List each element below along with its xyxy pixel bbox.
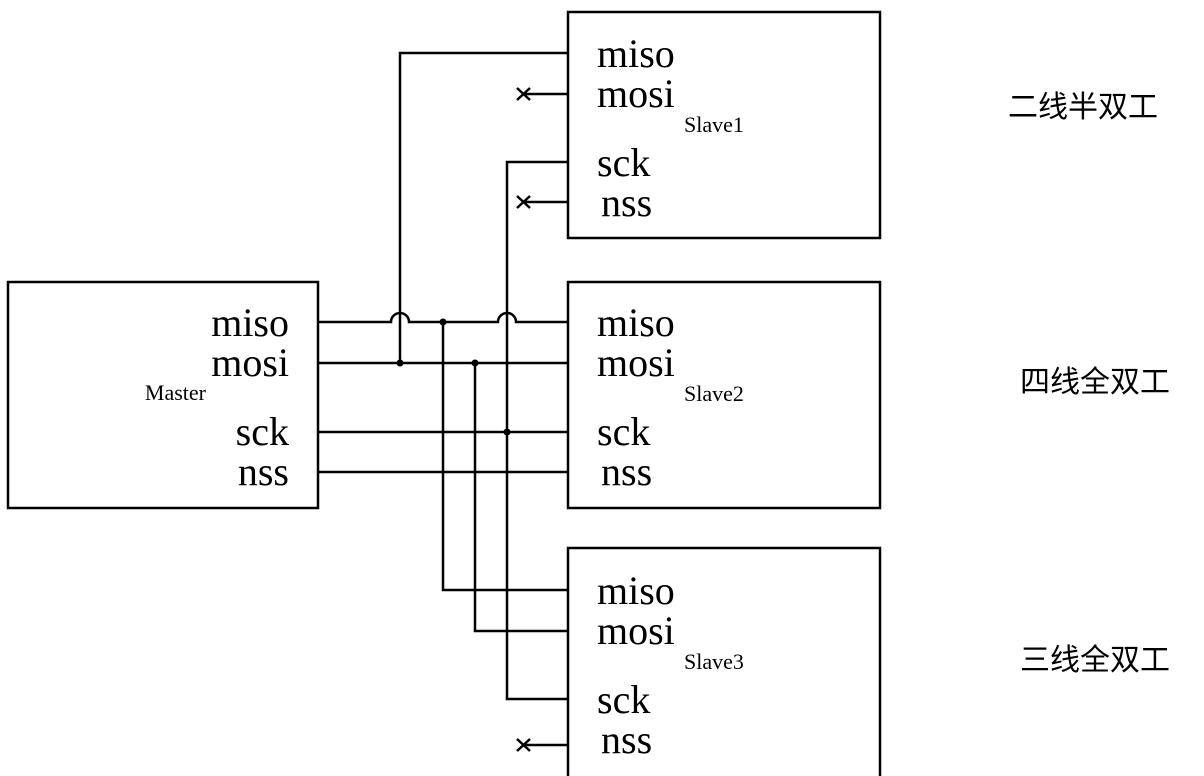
- slave2-pin-mosi: mosi: [597, 340, 675, 385]
- master-pin-sck: sck: [236, 409, 289, 454]
- slave3-pin-sck: sck: [597, 677, 650, 722]
- slave2-pin-sck: sck: [597, 409, 650, 454]
- slave1-pin-nss: nss: [601, 180, 652, 225]
- master-box: [6, 280, 320, 510]
- master-device: miso mosi sck nss Master: [6, 280, 320, 510]
- master-pin-mosi: mosi: [211, 340, 289, 385]
- slave3-pin-miso: miso: [597, 568, 675, 613]
- wire-slave3-miso: [441, 322, 568, 592]
- wire-slave3-mosi: [473, 363, 568, 633]
- master-pin-miso: miso: [211, 300, 289, 345]
- slave2-pin-nss: nss: [601, 449, 652, 494]
- slave1-pin-sck: sck: [597, 140, 650, 185]
- slave1-device: miso mosi sck nss Slave1: [566, 10, 882, 240]
- junction-dot: [439, 318, 447, 326]
- slave1-nss-unconnected: [516, 195, 568, 209]
- slave2-mode-label: 四线全双工: [1020, 365, 1170, 400]
- junction-dot: [471, 359, 479, 367]
- cross-mark-icon: [516, 87, 531, 101]
- cross-mark-icon: [516, 195, 531, 209]
- slave2-pin-miso: miso: [597, 300, 675, 345]
- slave2-label: Slave2: [684, 381, 744, 406]
- junction-dot: [503, 428, 511, 436]
- slave2-box: [566, 280, 882, 510]
- wire-slave1-sck: [505, 160, 568, 322]
- slave1-label: Slave1: [684, 112, 744, 137]
- slave1-pin-mosi: mosi: [597, 71, 675, 116]
- wire-slave1-miso: [398, 51, 568, 363]
- slave1-mode-label: 二线半双工: [1008, 90, 1158, 125]
- junctions: [396, 318, 511, 436]
- unconnected-pins: [516, 87, 568, 752]
- junction-dot: [396, 359, 404, 367]
- slave3-mode-label: 三线全双工: [1020, 643, 1170, 678]
- slave3-device: miso mosi sck nss Slave3: [566, 546, 882, 776]
- slave1-pin-miso: miso: [597, 31, 675, 76]
- master-label: Master: [145, 380, 207, 405]
- wire-master-miso: [318, 311, 568, 324]
- slave2-device: miso mosi sck nss Slave2: [566, 280, 882, 510]
- master-pin-nss: nss: [238, 449, 289, 494]
- slave3-box: [566, 546, 882, 776]
- slave1-mosi-unconnected: [516, 87, 568, 101]
- wire-slave3-sck: [505, 322, 568, 701]
- wires: [318, 51, 568, 701]
- slave3-nss-unconnected: [516, 738, 568, 752]
- slave1-box: [566, 10, 882, 240]
- slave3-pin-mosi: mosi: [597, 608, 675, 653]
- slave3-pin-nss: nss: [601, 717, 652, 762]
- slave3-label: Slave3: [684, 649, 744, 674]
- cross-mark-icon: [516, 738, 531, 752]
